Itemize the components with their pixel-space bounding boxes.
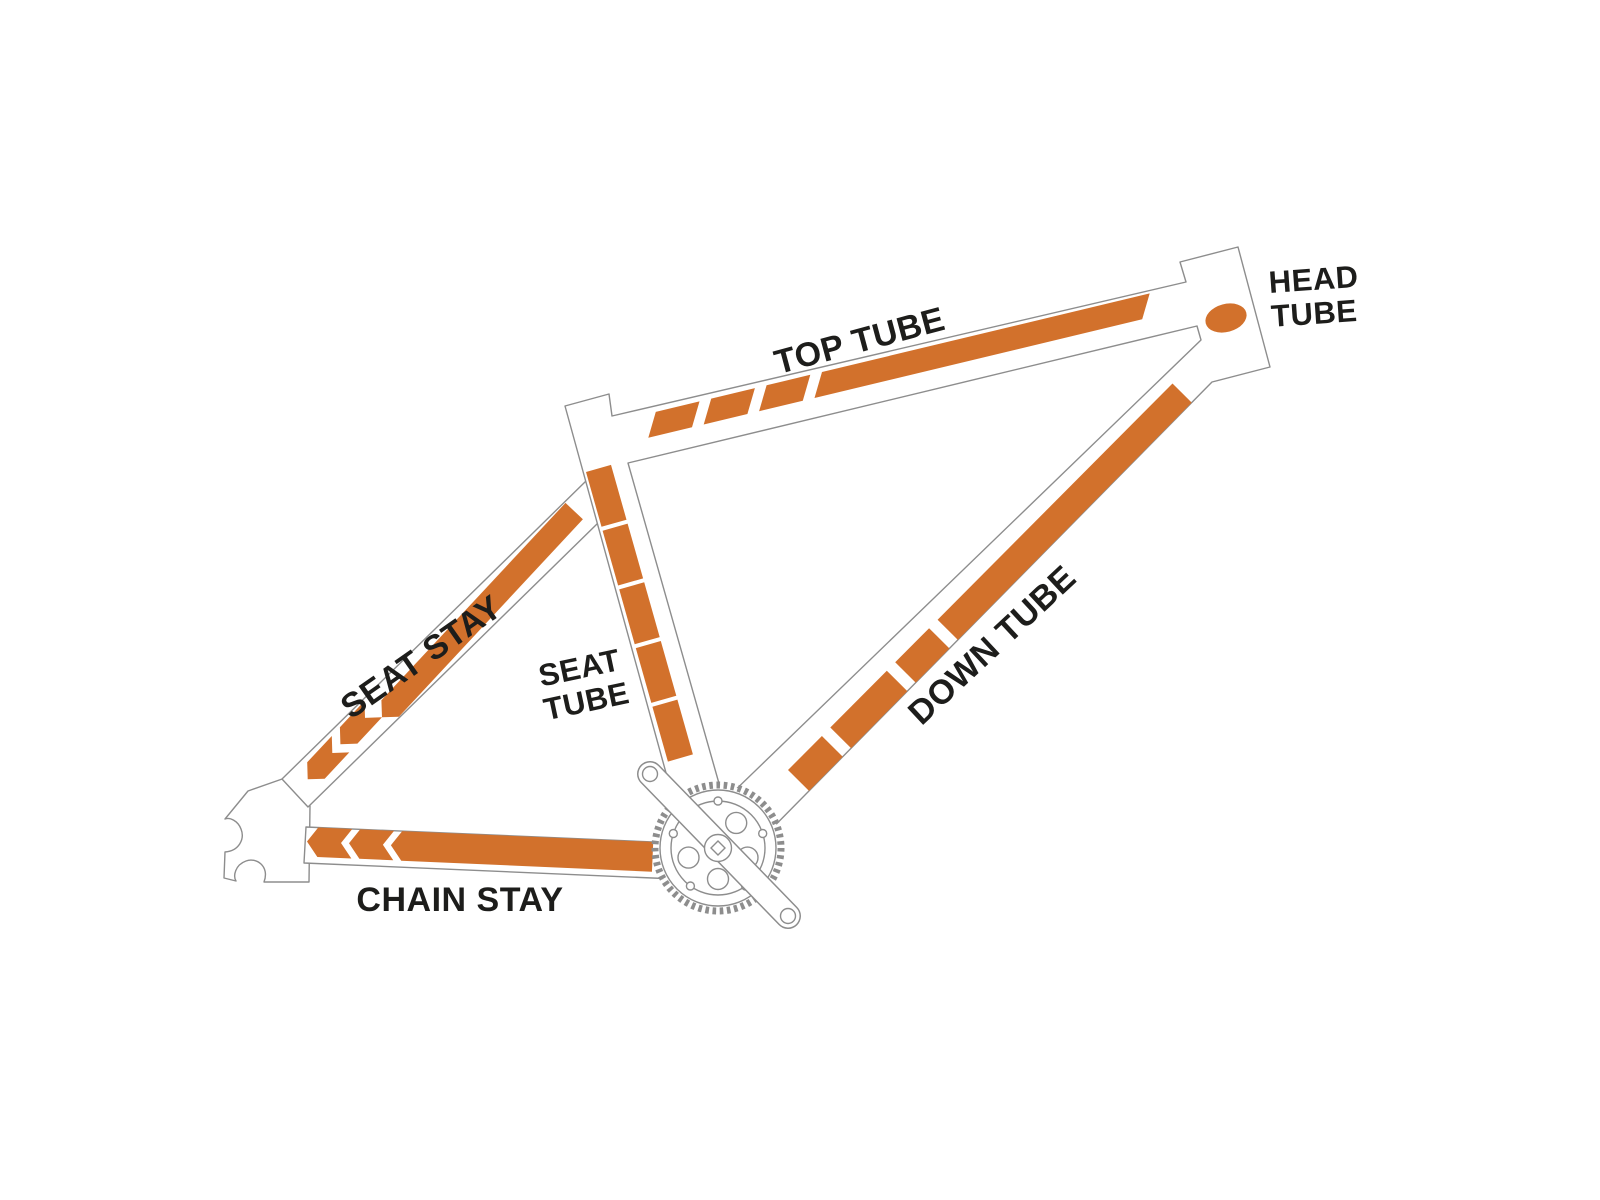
seat-stay-decal-chevron-2 xyxy=(307,736,350,780)
chain-stay-label: CHAIN STAY xyxy=(356,881,563,919)
seat-tube-decal-segment-3 xyxy=(619,582,660,645)
top-tube-decal-segment-3 xyxy=(759,374,811,412)
seat-tube-decal-segment-2 xyxy=(602,523,644,586)
seat-stay-label: SEAT STAY xyxy=(334,588,509,726)
chain-stay-decal-chevron-1 xyxy=(307,827,353,859)
top-tube-decal-segment-2 xyxy=(703,388,755,425)
crankset xyxy=(637,761,801,929)
rear-dropout-outline xyxy=(223,777,311,883)
chainring-bolt xyxy=(758,828,768,839)
head-tube-decal xyxy=(1205,303,1247,333)
seat-tube-decal-segment-4 xyxy=(635,641,677,703)
down-tube-decal-segment-1 xyxy=(788,736,844,792)
down-tube-decal-segment-3 xyxy=(895,628,952,685)
seat-stay-decal-strip xyxy=(381,502,583,718)
bottom-bracket-spindle-hole xyxy=(710,840,726,856)
chain-stay-decal-chevron-2 xyxy=(349,828,395,861)
chain-stay-decal-strip xyxy=(390,830,654,872)
down-tube-decal-strip xyxy=(937,383,1195,642)
top-tube-decal-segment-1 xyxy=(648,401,700,438)
seat-tube-decal-segment-5 xyxy=(652,699,693,762)
chainring-bolt xyxy=(685,881,696,891)
chainring-bolt xyxy=(668,828,678,839)
down-tube-decal-segment-2 xyxy=(830,670,909,750)
seat-stay-decal-chevron-1 xyxy=(339,700,382,745)
pedal-hole-right xyxy=(779,907,797,925)
head-tube-label-line1: HEAD xyxy=(1268,259,1360,300)
chainring-cutout xyxy=(677,846,700,869)
chainring-cutout xyxy=(706,867,730,891)
pedal-hole-left xyxy=(641,765,659,783)
chainring-cutout xyxy=(725,811,748,835)
head-tube-label-line2: TUBE xyxy=(1270,293,1359,334)
seat-tube-decal-segment-1 xyxy=(586,464,627,527)
frame-protection-decals xyxy=(307,293,1195,872)
top-tube-decal-strip xyxy=(814,293,1150,398)
chainring-bolt xyxy=(713,796,723,806)
